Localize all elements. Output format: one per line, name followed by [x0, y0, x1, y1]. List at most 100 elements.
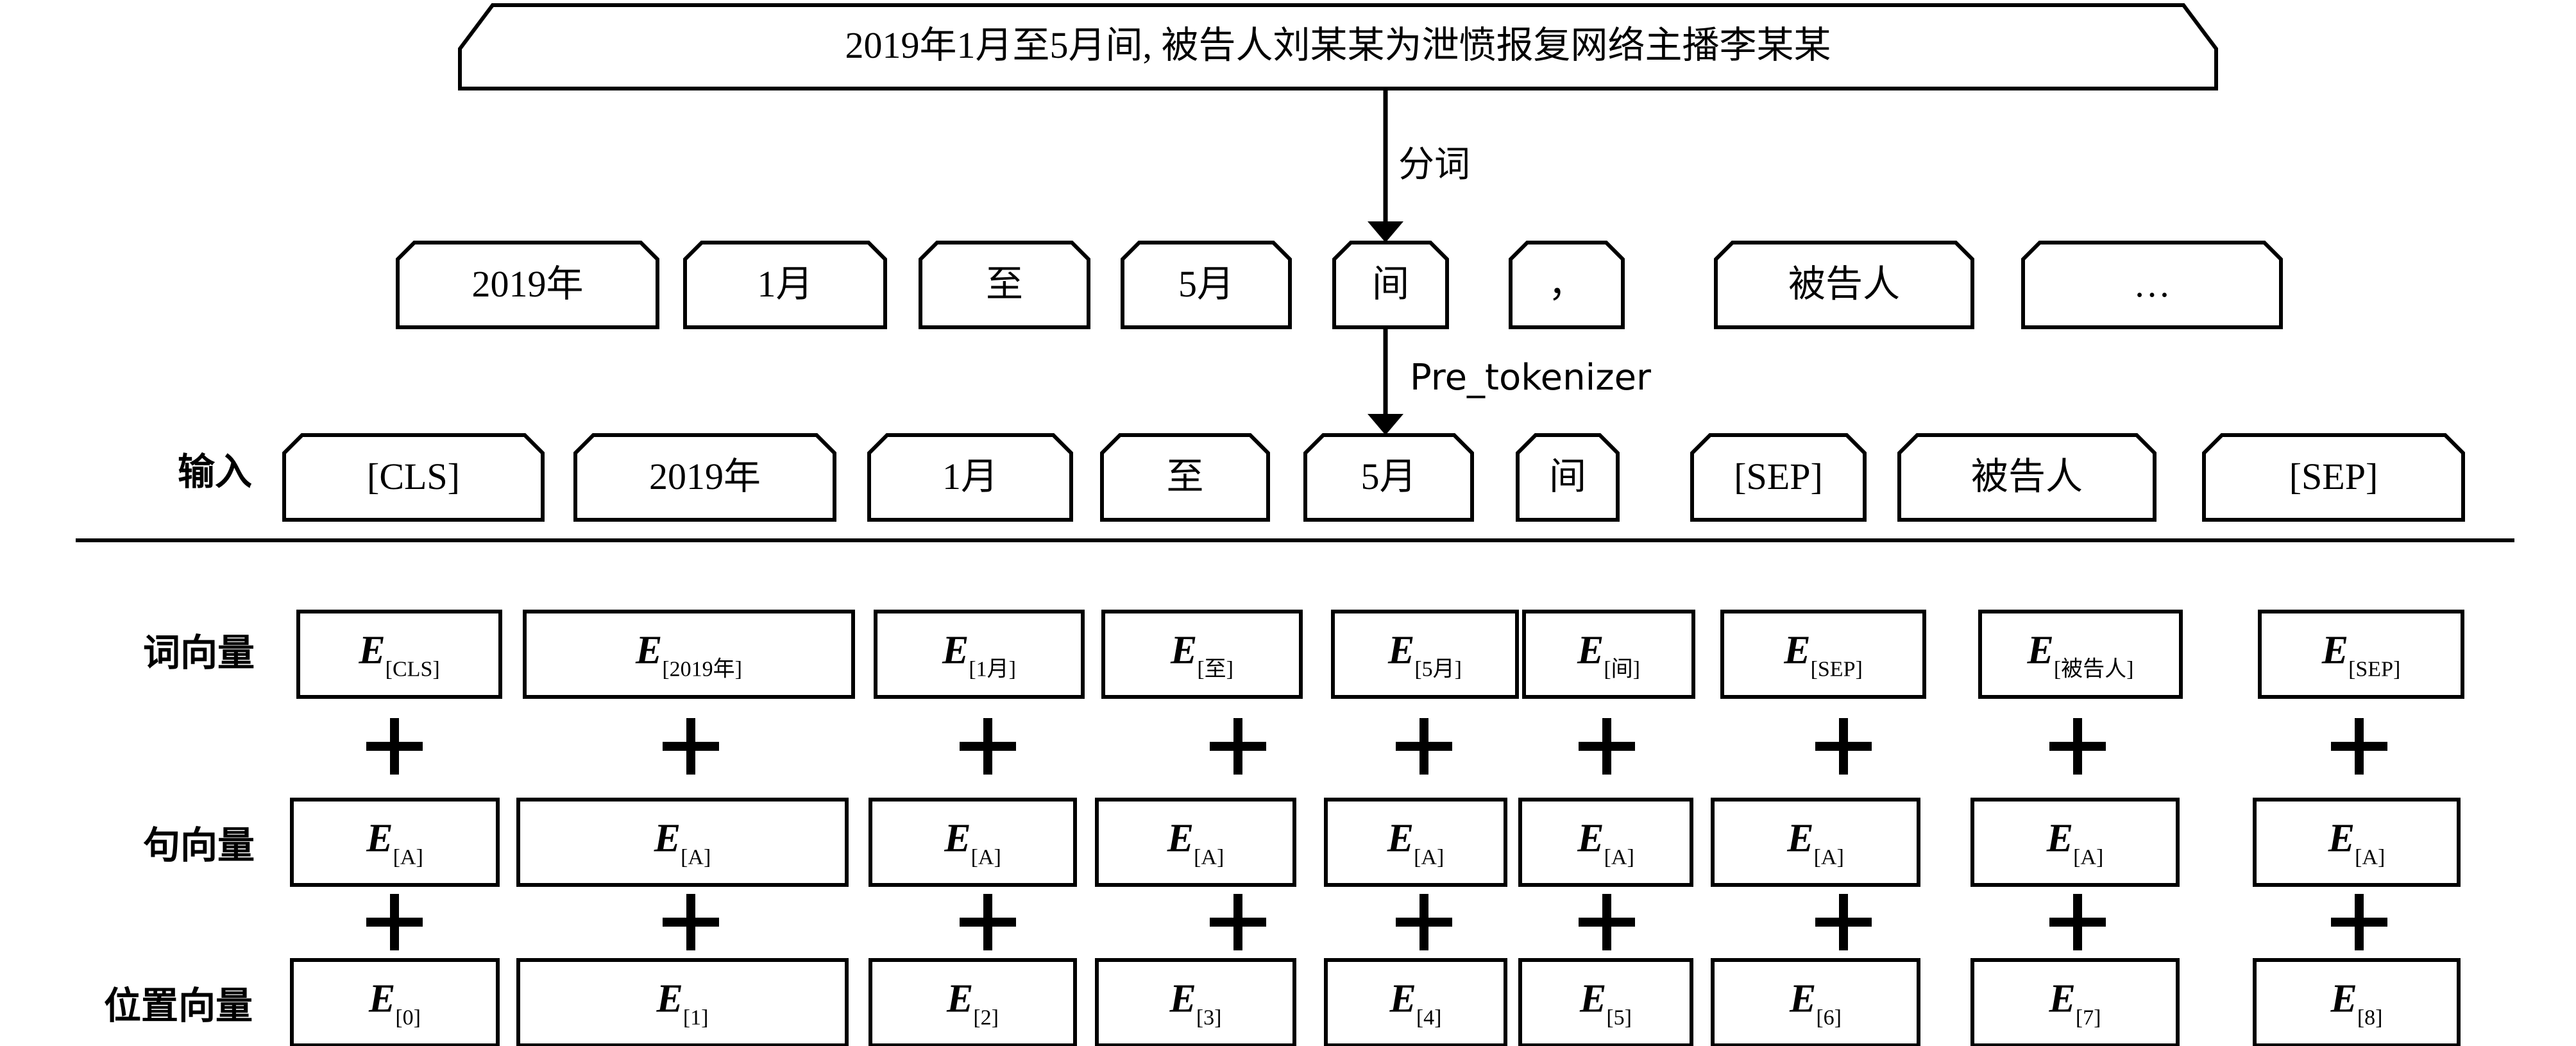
segmented-word-box: [396, 241, 659, 329]
plus-sign: [663, 718, 719, 775]
embedding-label: E[A]: [366, 817, 423, 870]
segmented-word-box: [919, 241, 1090, 329]
plus-sign: [1396, 894, 1452, 950]
plus-sign: [663, 894, 719, 950]
input-token: 间: [1549, 456, 1586, 497]
plus-sign: [366, 718, 423, 775]
input-token: 2019年: [649, 456, 761, 497]
embedding-subscript: [A]: [2355, 846, 2385, 870]
embedding-subscript: [0]: [395, 1006, 421, 1030]
embedding-subscript: [A]: [1414, 846, 1444, 870]
embedding-label: E[2]: [946, 977, 999, 1030]
plus-row-upper: [366, 718, 2387, 775]
embedding-symbol: E: [946, 977, 973, 1021]
embedding-label: E[0]: [368, 977, 421, 1030]
segmented-word: 至: [986, 263, 1023, 305]
position-embedding-label: 位置向量: [104, 984, 253, 1027]
embedding-subscript: [1]: [683, 1006, 709, 1030]
embedding-symbol: E: [1786, 817, 1813, 861]
embedding-label: E[至]: [1170, 629, 1233, 682]
segmented-word: 1月: [757, 263, 813, 305]
plus-sign: [1210, 894, 1266, 950]
segmented-word-box: [1121, 241, 1292, 329]
embedding-symbol: E: [1387, 817, 1414, 861]
embedding-subscript: [6]: [1816, 1006, 1842, 1030]
embedding-subscript: [至]: [1197, 658, 1233, 682]
embedding-symbol: E: [2046, 817, 2073, 861]
embedding-subscript: [间]: [1604, 658, 1640, 682]
segment-embedding-box: [2253, 798, 2461, 887]
position-embedding-box: [1518, 958, 1693, 1046]
embedding-subscript: [A]: [1814, 846, 1844, 870]
plus-sign: [366, 894, 423, 950]
segmented-word: 2019年: [471, 263, 583, 305]
plus-sign: [2049, 718, 2106, 775]
embedding-subscript: [7]: [2076, 1006, 2101, 1030]
embedding-symbol: E: [368, 977, 395, 1021]
segmented-word: 间: [1372, 263, 1409, 305]
plus-sign: [2331, 718, 2387, 775]
embedding-subscript: [SEP]: [1811, 658, 1863, 682]
embedding-label: E[4]: [1389, 977, 1441, 1030]
plus-sign: [1210, 718, 1266, 775]
position-embedding-box: [2253, 958, 2461, 1046]
segment-embedding-box: [1711, 798, 1920, 887]
position-embedding-box: [869, 958, 1077, 1046]
position-embedding-box: [516, 958, 849, 1046]
embedding-subscript: [5]: [1606, 1006, 1632, 1030]
position-embedding-box: [1324, 958, 1507, 1046]
embedding-label: E[间]: [1577, 629, 1640, 682]
segmentation-label: 分词: [1398, 144, 1470, 185]
token-embedding-box: [874, 610, 1085, 699]
embedding-subscript: [3]: [1196, 1006, 1222, 1030]
input-token-box: [1690, 433, 1867, 522]
plus-sign: [1579, 894, 1635, 950]
embedding-subscript: [A]: [681, 846, 711, 870]
input-token-box: [573, 433, 836, 522]
embedding-label: E[A]: [1577, 817, 1634, 870]
segmented-word-box: [683, 241, 887, 329]
input-token: 被告人: [1971, 456, 2083, 497]
embedding-label: E[SEP]: [1783, 629, 1863, 682]
segment-embedding-box: [1970, 798, 2180, 887]
segment-embedding-box: [1324, 798, 1507, 887]
embedding-symbol: E: [1389, 977, 1416, 1021]
embedding-symbol: E: [1783, 629, 1810, 673]
embedding-symbol: E: [1789, 977, 1816, 1021]
plus-sign: [1396, 718, 1452, 775]
token-embedding-box: [1101, 610, 1303, 699]
embedding-subscript: [A]: [1604, 846, 1634, 870]
plus-sign: [1579, 718, 1635, 775]
embedding-symbol: E: [654, 817, 681, 861]
position-embedding-box: [1970, 958, 2180, 1046]
embedding-symbol: E: [1387, 629, 1414, 673]
position-embedding-box: [290, 958, 500, 1046]
embedding-symbol: E: [1579, 977, 1606, 1021]
embedding-subscript: [SEP]: [2348, 658, 2400, 682]
token-embedding-box: [1978, 610, 2183, 699]
input-token: 至: [1166, 456, 1203, 497]
token-embedding-box: [1331, 610, 1519, 699]
embedding-subscript: [1月]: [969, 658, 1016, 682]
embedding-subscript: [A]: [393, 846, 423, 870]
sentence-box: [458, 3, 2218, 90]
embedding-symbol: E: [2026, 629, 2053, 673]
segmented-word: ，: [1548, 263, 1585, 305]
input-token-box: [2202, 433, 2465, 522]
input-token-box: [1303, 433, 1474, 522]
pretokenizer-label: Pre_tokenizer: [1410, 357, 1652, 399]
embedding-symbol: E: [2328, 817, 2355, 861]
input-token: [CLS]: [367, 456, 460, 497]
token-embedding-box: [1720, 610, 1926, 699]
embedding-symbol: E: [358, 629, 385, 673]
segment-embedding-row: E[A]E[A]E[A]E[A]E[A]E[A]E[A]E[A]E[A]: [290, 798, 2461, 887]
plus-sign: [960, 894, 1016, 950]
input-token-box: [867, 433, 1073, 522]
plus-row-lower: [366, 894, 2387, 950]
embedding-label: E[5月]: [1387, 629, 1462, 682]
embedding-label: E[A]: [654, 817, 711, 870]
sentence-text: 2019年1月至5月间, 被告人刘某某为泄愤报复网络主播李某某: [845, 24, 1831, 66]
pretokenizer-arrowhead: [1368, 414, 1403, 435]
embedding-label: E[A]: [1167, 817, 1224, 870]
